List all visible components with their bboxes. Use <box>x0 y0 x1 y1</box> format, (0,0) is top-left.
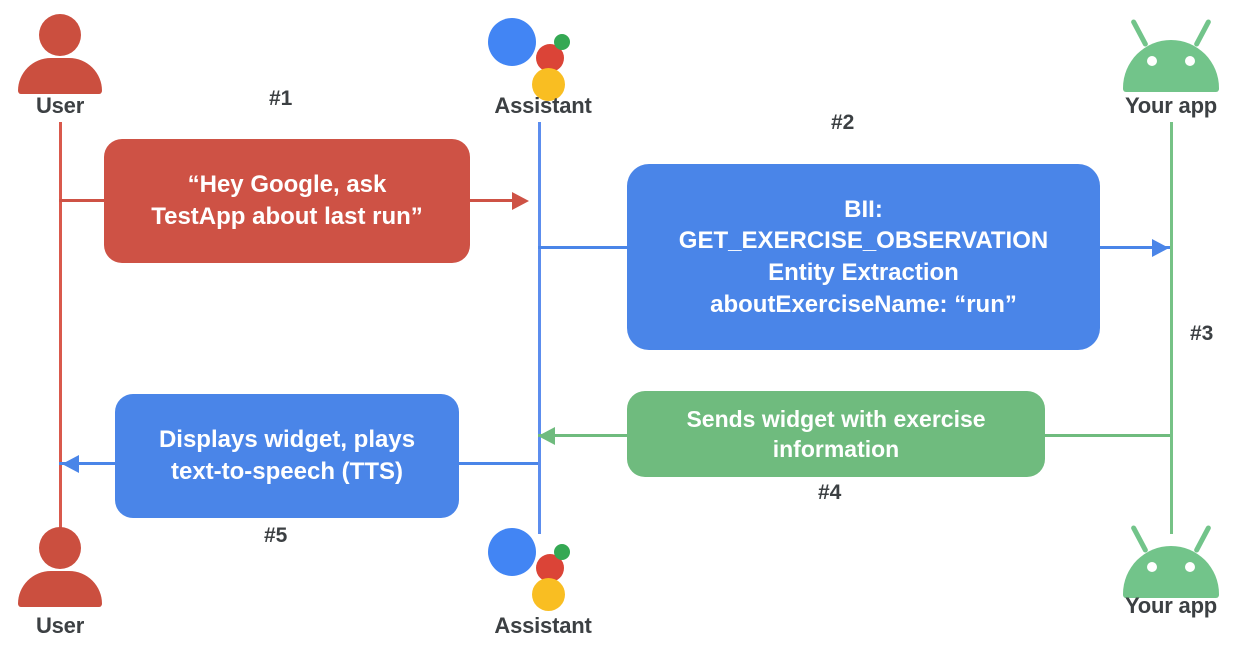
step-label-5: #5 <box>264 524 288 547</box>
message-box-step-5: Displays widget, plays text-to-speech (T… <box>115 394 459 518</box>
message-box-step-1: “Hey Google, ask TestApp about last run” <box>104 139 470 263</box>
assistant-dot-blue <box>488 528 536 576</box>
person-body-shape <box>18 571 102 607</box>
assistant-dot-green <box>554 544 570 560</box>
actor-label-assistant-bottom: Assistant <box>494 613 592 638</box>
arrowhead-step-5 <box>62 455 79 473</box>
android-icon <box>1117 524 1225 598</box>
person-icon <box>18 14 102 94</box>
assistant-dot-green <box>554 34 570 50</box>
step-label-4: #4 <box>818 481 842 504</box>
message-box-step-4: Sends widget with exercise information <box>627 391 1045 477</box>
actor-label-user-bottom: User <box>35 613 85 638</box>
lifeline-assistant <box>538 122 541 534</box>
android-eye-right <box>1185 562 1195 572</box>
google-assistant-icon <box>488 522 576 611</box>
lifeline-user <box>59 122 62 534</box>
arrowhead-step-1 <box>512 192 529 210</box>
android-eye-left <box>1147 56 1157 66</box>
assistant-dot-yellow <box>532 578 565 611</box>
android-eye-left <box>1147 562 1157 572</box>
step-label-2: #2 <box>831 111 855 134</box>
android-antenna-right <box>1193 18 1212 48</box>
android-head-shape <box>1123 40 1219 92</box>
actor-label-your-app-top: Your app <box>1124 93 1218 118</box>
step-label-3: #3 <box>1190 322 1214 345</box>
person-icon <box>18 527 102 607</box>
assistant-dot-blue <box>488 18 536 66</box>
android-eye-right <box>1185 56 1195 66</box>
message-box-step-2: BII: GET_EXERCISE_OBSERVATION Entity Ext… <box>627 164 1100 350</box>
arrowhead-step-2 <box>1152 239 1169 257</box>
assistant-dot-yellow <box>532 68 565 101</box>
lifeline-your-app <box>1170 122 1173 534</box>
android-antenna-left <box>1130 524 1149 554</box>
android-icon <box>1117 18 1225 92</box>
actor-label-user-top: User <box>35 93 85 118</box>
arrowhead-step-4 <box>538 427 555 445</box>
actor-label-assistant-top: Assistant <box>494 93 592 118</box>
google-assistant-icon <box>488 12 576 101</box>
android-antenna-left <box>1130 18 1149 48</box>
actor-label-your-app-bottom: Your app <box>1124 593 1218 618</box>
person-head-shape <box>39 527 81 569</box>
android-antenna-right <box>1193 524 1212 554</box>
person-body-shape <box>18 58 102 94</box>
step-label-1: #1 <box>269 87 293 110</box>
android-head-shape <box>1123 546 1219 598</box>
person-head-shape <box>39 14 81 56</box>
